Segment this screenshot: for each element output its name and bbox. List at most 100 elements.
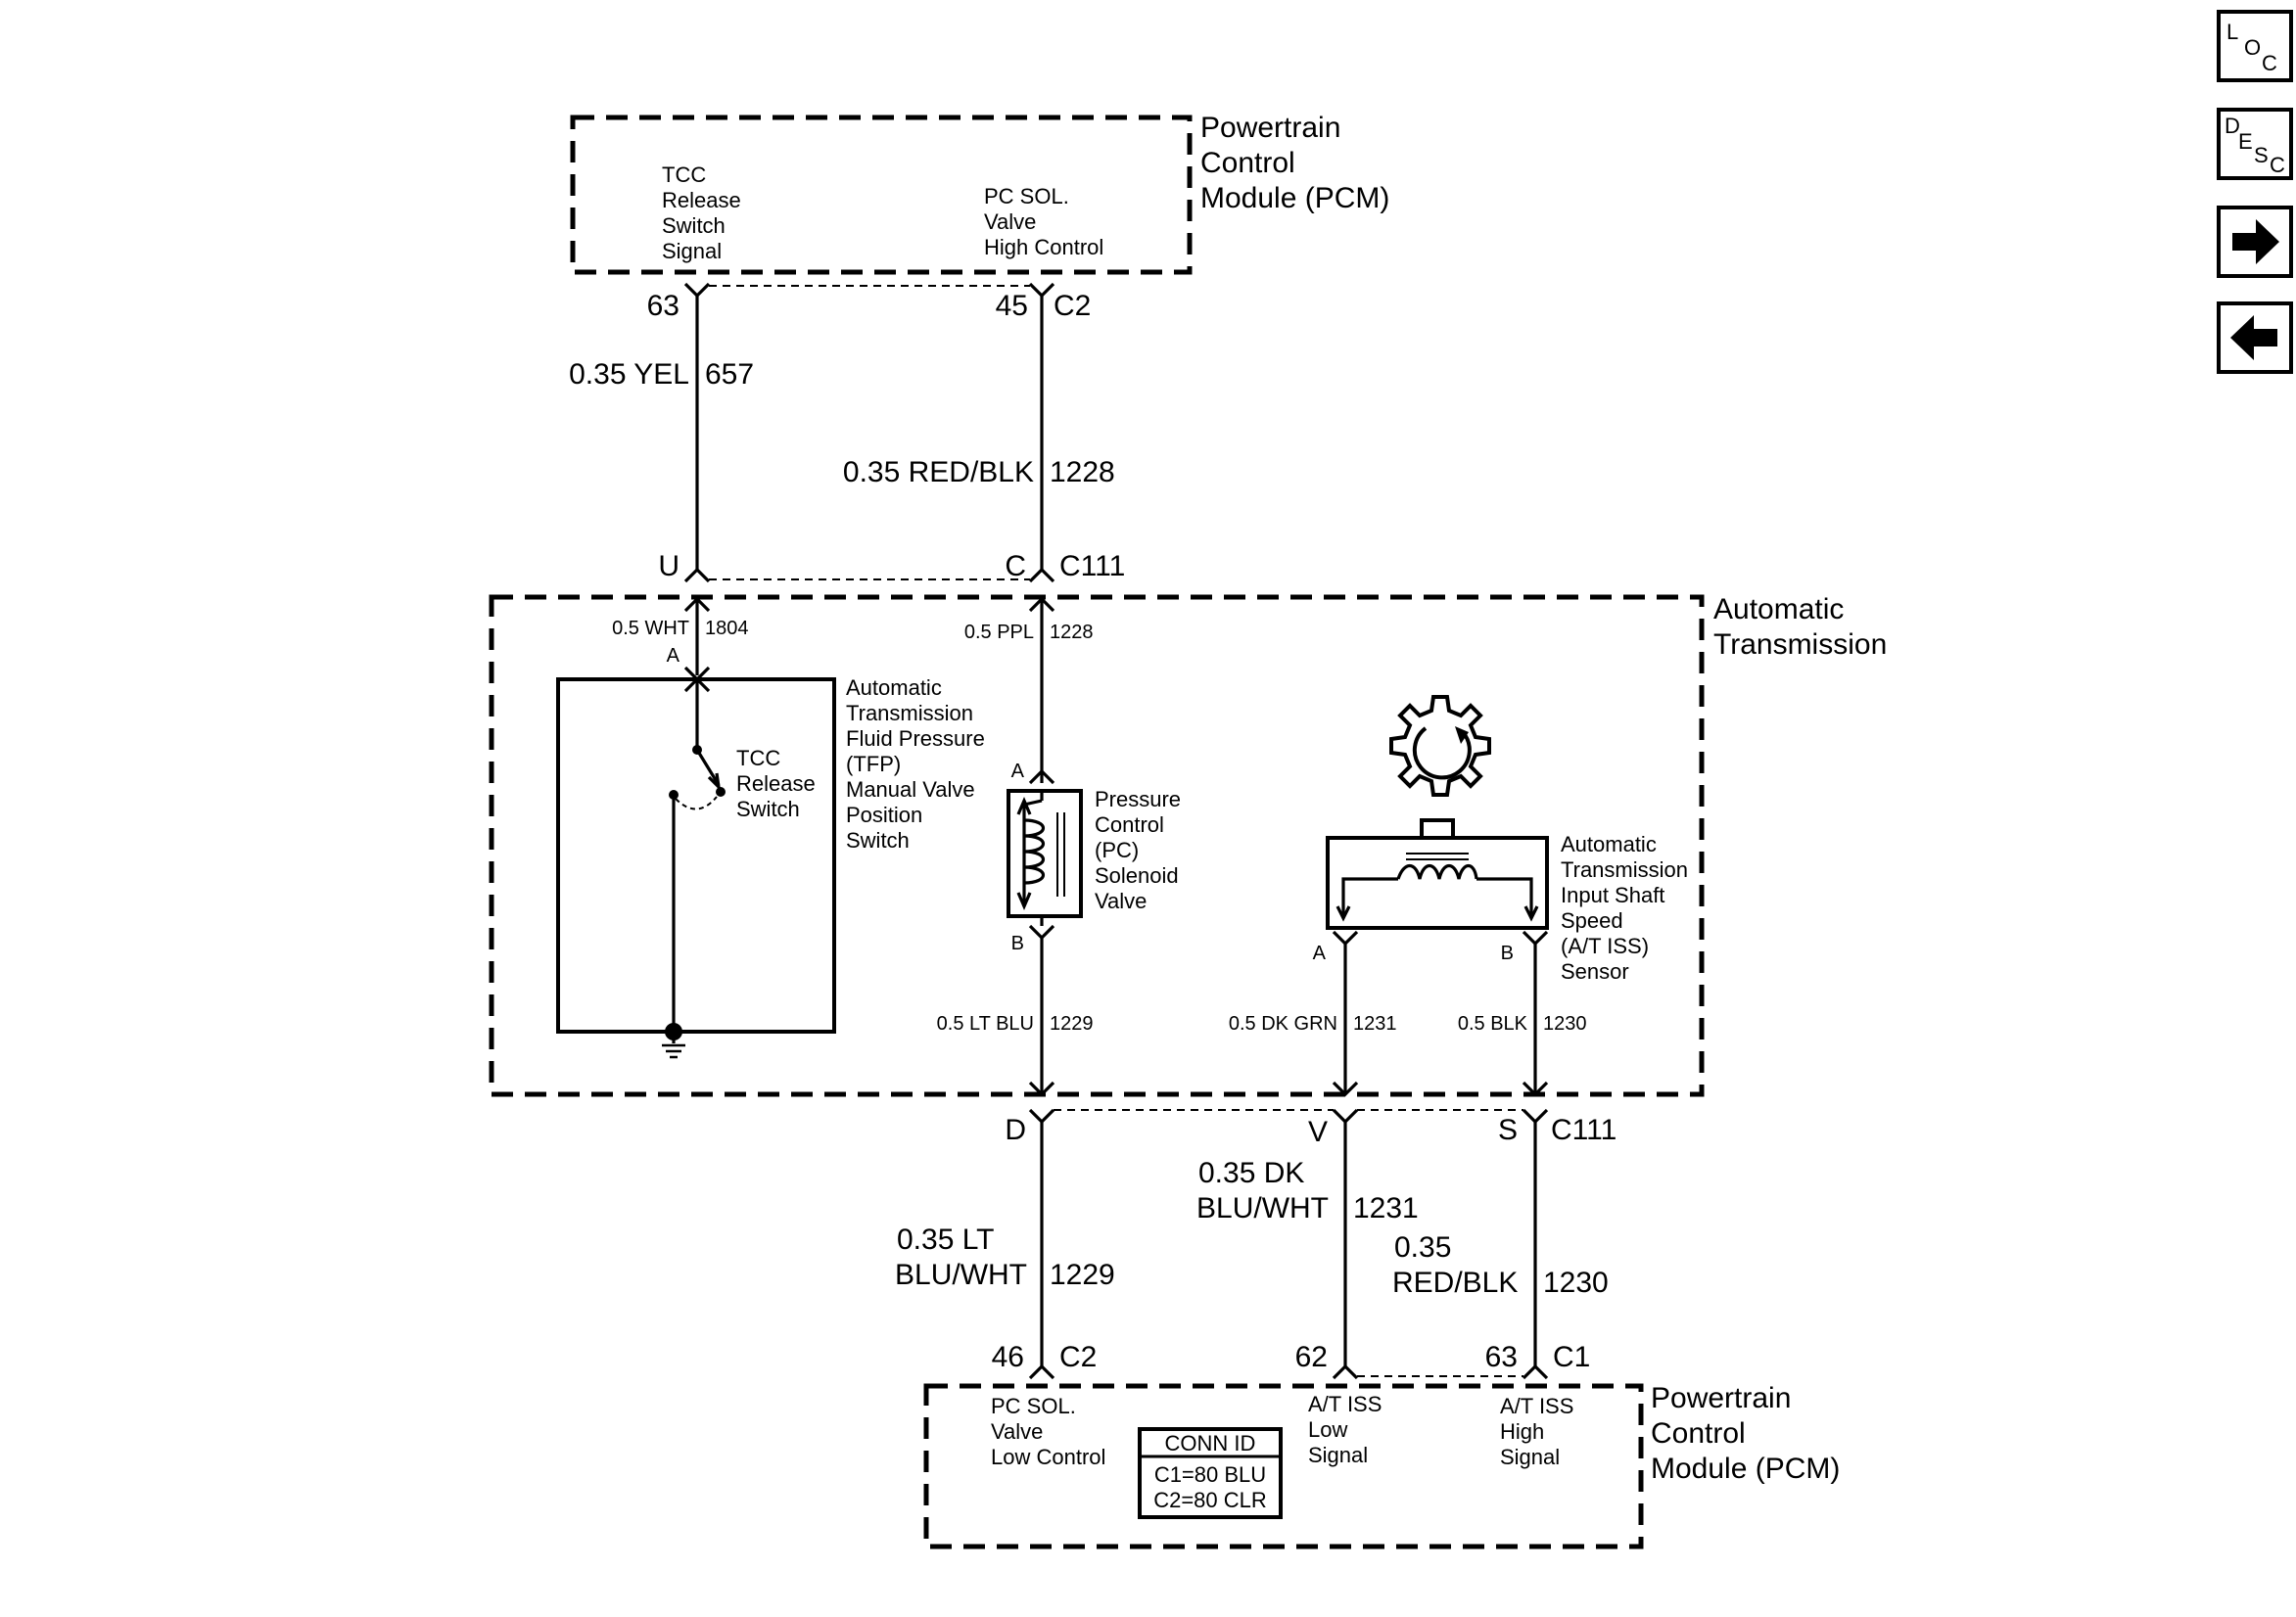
pcm-top-label-3: Module (PCM) — [1200, 182, 1389, 214]
wire-ltbluwht-label-2: BLU/WHT — [895, 1259, 1027, 1291]
iss-pin-b: B — [1501, 943, 1514, 964]
conn-id-c1: C1=80 BLU — [1154, 1462, 1266, 1487]
wire-dkbluwht-label-1: 0.35 DK — [1198, 1157, 1304, 1189]
automatic-transmission: Automatic Transmission 0.5 WHT 1804 A TC… — [489, 593, 1887, 1097]
pc-label-1: Pressure — [1095, 787, 1181, 811]
tcc-switch-label-2: Release — [736, 771, 816, 796]
iss-label-5: (A/T ISS) — [1561, 934, 1649, 958]
c111-pin-s: S — [1498, 1114, 1518, 1146]
wire-blk-circuit: 1230 — [1543, 1013, 1587, 1035]
pc-low-label-3: Low Control — [991, 1445, 1105, 1469]
iss-high-label-1: A/T ISS — [1500, 1394, 1573, 1418]
pcm-top-label-1: Powertrain — [1200, 112, 1340, 144]
c111-top-connector: U C C111 — [658, 550, 1125, 583]
desc-letter-e: E — [2238, 129, 2253, 154]
tcc-signal-label-2: Release — [662, 188, 741, 212]
trans-label-2: Transmission — [1713, 628, 1887, 661]
pc-label-2: Control — [1095, 812, 1164, 837]
pc-solenoid-symbol — [1007, 789, 1083, 926]
conn-id-title: CONN ID — [1165, 1431, 1256, 1455]
pc-high-label-3: High Control — [984, 235, 1103, 259]
pc-high-label-1: PC SOL. — [984, 184, 1069, 208]
c111-pin-v: V — [1308, 1116, 1328, 1148]
pc-pin-b: B — [1011, 933, 1024, 954]
tfp-label-7: Switch — [846, 828, 910, 853]
c111-pin-c: C — [1005, 550, 1026, 582]
wire-ltbluwht-label-1: 0.35 LT — [897, 1224, 995, 1256]
tcc-signal-label-4: Signal — [662, 239, 722, 263]
desc-button[interactable]: D E S C — [2217, 108, 2293, 180]
forward-button[interactable] — [2217, 206, 2293, 278]
pcm-bottom-label-2: Control — [1651, 1417, 1746, 1450]
c111-top-conn-label: C111 — [1059, 550, 1125, 582]
tfp-label-5: Manual Valve — [846, 777, 975, 802]
tfp-label-6: Position — [846, 803, 922, 827]
iss-sensor-body — [1326, 836, 1549, 930]
tfp-label-3: Fluid Pressure — [846, 726, 985, 751]
conn-c1-bottom: C1 — [1553, 1341, 1590, 1373]
c111-pin-d: D — [1005, 1114, 1026, 1146]
conn-id-table: CONN ID C1=80 BLU C2=80 CLR — [1138, 1427, 1283, 1519]
c111-bottom-connector: D V S C111 — [1005, 1108, 1617, 1148]
pc-low-label-2: Valve — [991, 1419, 1043, 1444]
wire-wht-circuit: 1804 — [705, 618, 749, 639]
iss-label-4: Speed — [1561, 908, 1623, 933]
tcc-signal-label-1: TCC — [662, 162, 706, 187]
desc-letter-d: D — [2225, 114, 2240, 138]
loc-button[interactable]: L O C — [2217, 10, 2293, 82]
pcm-bottom-module: Powertrain Control Module (PCM) PC SOL. … — [923, 1382, 1840, 1549]
wire-dkgrn-label: 0.5 DK GRN — [1229, 1013, 1337, 1035]
pc-label-5: Valve — [1095, 889, 1147, 913]
tfp-label-2: Transmission — [846, 701, 973, 725]
wire-redblk-bottom-circuit: 1230 — [1543, 1267, 1609, 1299]
loc-letter-c: C — [2262, 51, 2277, 75]
iss-high-label-2: High — [1500, 1419, 1544, 1444]
iss-high-label-3: Signal — [1500, 1445, 1560, 1469]
wire-ppl-circuit: 1228 — [1050, 622, 1094, 643]
pin-63-bottom: 63 — [1485, 1341, 1518, 1373]
pin-63-top: 63 — [647, 290, 679, 322]
iss-label-2: Transmission — [1561, 857, 1688, 882]
conn-c2-bottom: C2 — [1059, 1341, 1097, 1373]
conn-c2-top: C2 — [1054, 290, 1091, 322]
desc-letter-c: C — [2270, 153, 2285, 177]
iss-label-6: Sensor — [1561, 959, 1629, 984]
pin-45-top: 45 — [996, 290, 1028, 322]
iss-pin-a: A — [1313, 943, 1327, 964]
tfp-pin-a: A — [667, 645, 680, 667]
iss-label-1: Automatic — [1561, 832, 1657, 856]
pc-low-label-1: PC SOL. — [991, 1394, 1076, 1418]
wire-redblk-bottom-label-2: RED/BLK — [1392, 1267, 1518, 1299]
pin-46-bottom: 46 — [992, 1341, 1024, 1373]
wire-wht-label: 0.5 WHT — [612, 618, 689, 639]
pcm-top-module: Powertrain Control Module (PCM) TCC Rele… — [570, 112, 1389, 322]
wire-dkgrn-circuit: 1231 — [1353, 1013, 1397, 1035]
wire-ltblu-circuit: 1229 — [1050, 1013, 1094, 1035]
wire-redblk-bottom-label-1: 0.35 — [1394, 1231, 1451, 1264]
tfp-label-4: (TFP) — [846, 752, 901, 776]
pin-62-bottom: 62 — [1295, 1341, 1328, 1373]
wire-yel-circuit: 657 — [705, 358, 754, 391]
wire-yel-label: 0.35 YEL — [569, 358, 689, 391]
pcm-bottom-label-3: Module (PCM) — [1651, 1453, 1840, 1485]
iss-label-3: Input Shaft — [1561, 883, 1664, 907]
pcm-top-label-2: Control — [1200, 147, 1295, 179]
back-button[interactable] — [2217, 301, 2293, 374]
pc-pin-a: A — [1011, 761, 1025, 782]
bottom-wires: 0.35 LT BLU/WHT 1229 0.35 DK BLU/WHT 123… — [895, 1122, 1609, 1366]
top-wires: 0.35 YEL 657 0.35 RED/BLK 1228 — [569, 296, 1115, 570]
trans-label-1: Automatic — [1713, 593, 1844, 625]
arrow-right-icon — [2232, 219, 2279, 264]
pcm-bottom-label-1: Powertrain — [1651, 1382, 1791, 1414]
iss-gear-icon — [1389, 695, 1491, 797]
pc-high-label-2: Valve — [984, 209, 1036, 234]
tcc-switch-label-1: TCC — [736, 746, 780, 770]
c111-bottom-conn-label: C111 — [1551, 1114, 1617, 1146]
pc-label-4: Solenoid — [1095, 863, 1179, 888]
arrow-left-icon — [2230, 315, 2277, 360]
wire-redblk-label: 0.35 RED/BLK — [843, 456, 1034, 488]
pc-label-3: (PC) — [1095, 838, 1139, 862]
tfp-label-1: Automatic — [846, 675, 942, 700]
wire-blk-label: 0.5 BLK — [1458, 1013, 1528, 1035]
